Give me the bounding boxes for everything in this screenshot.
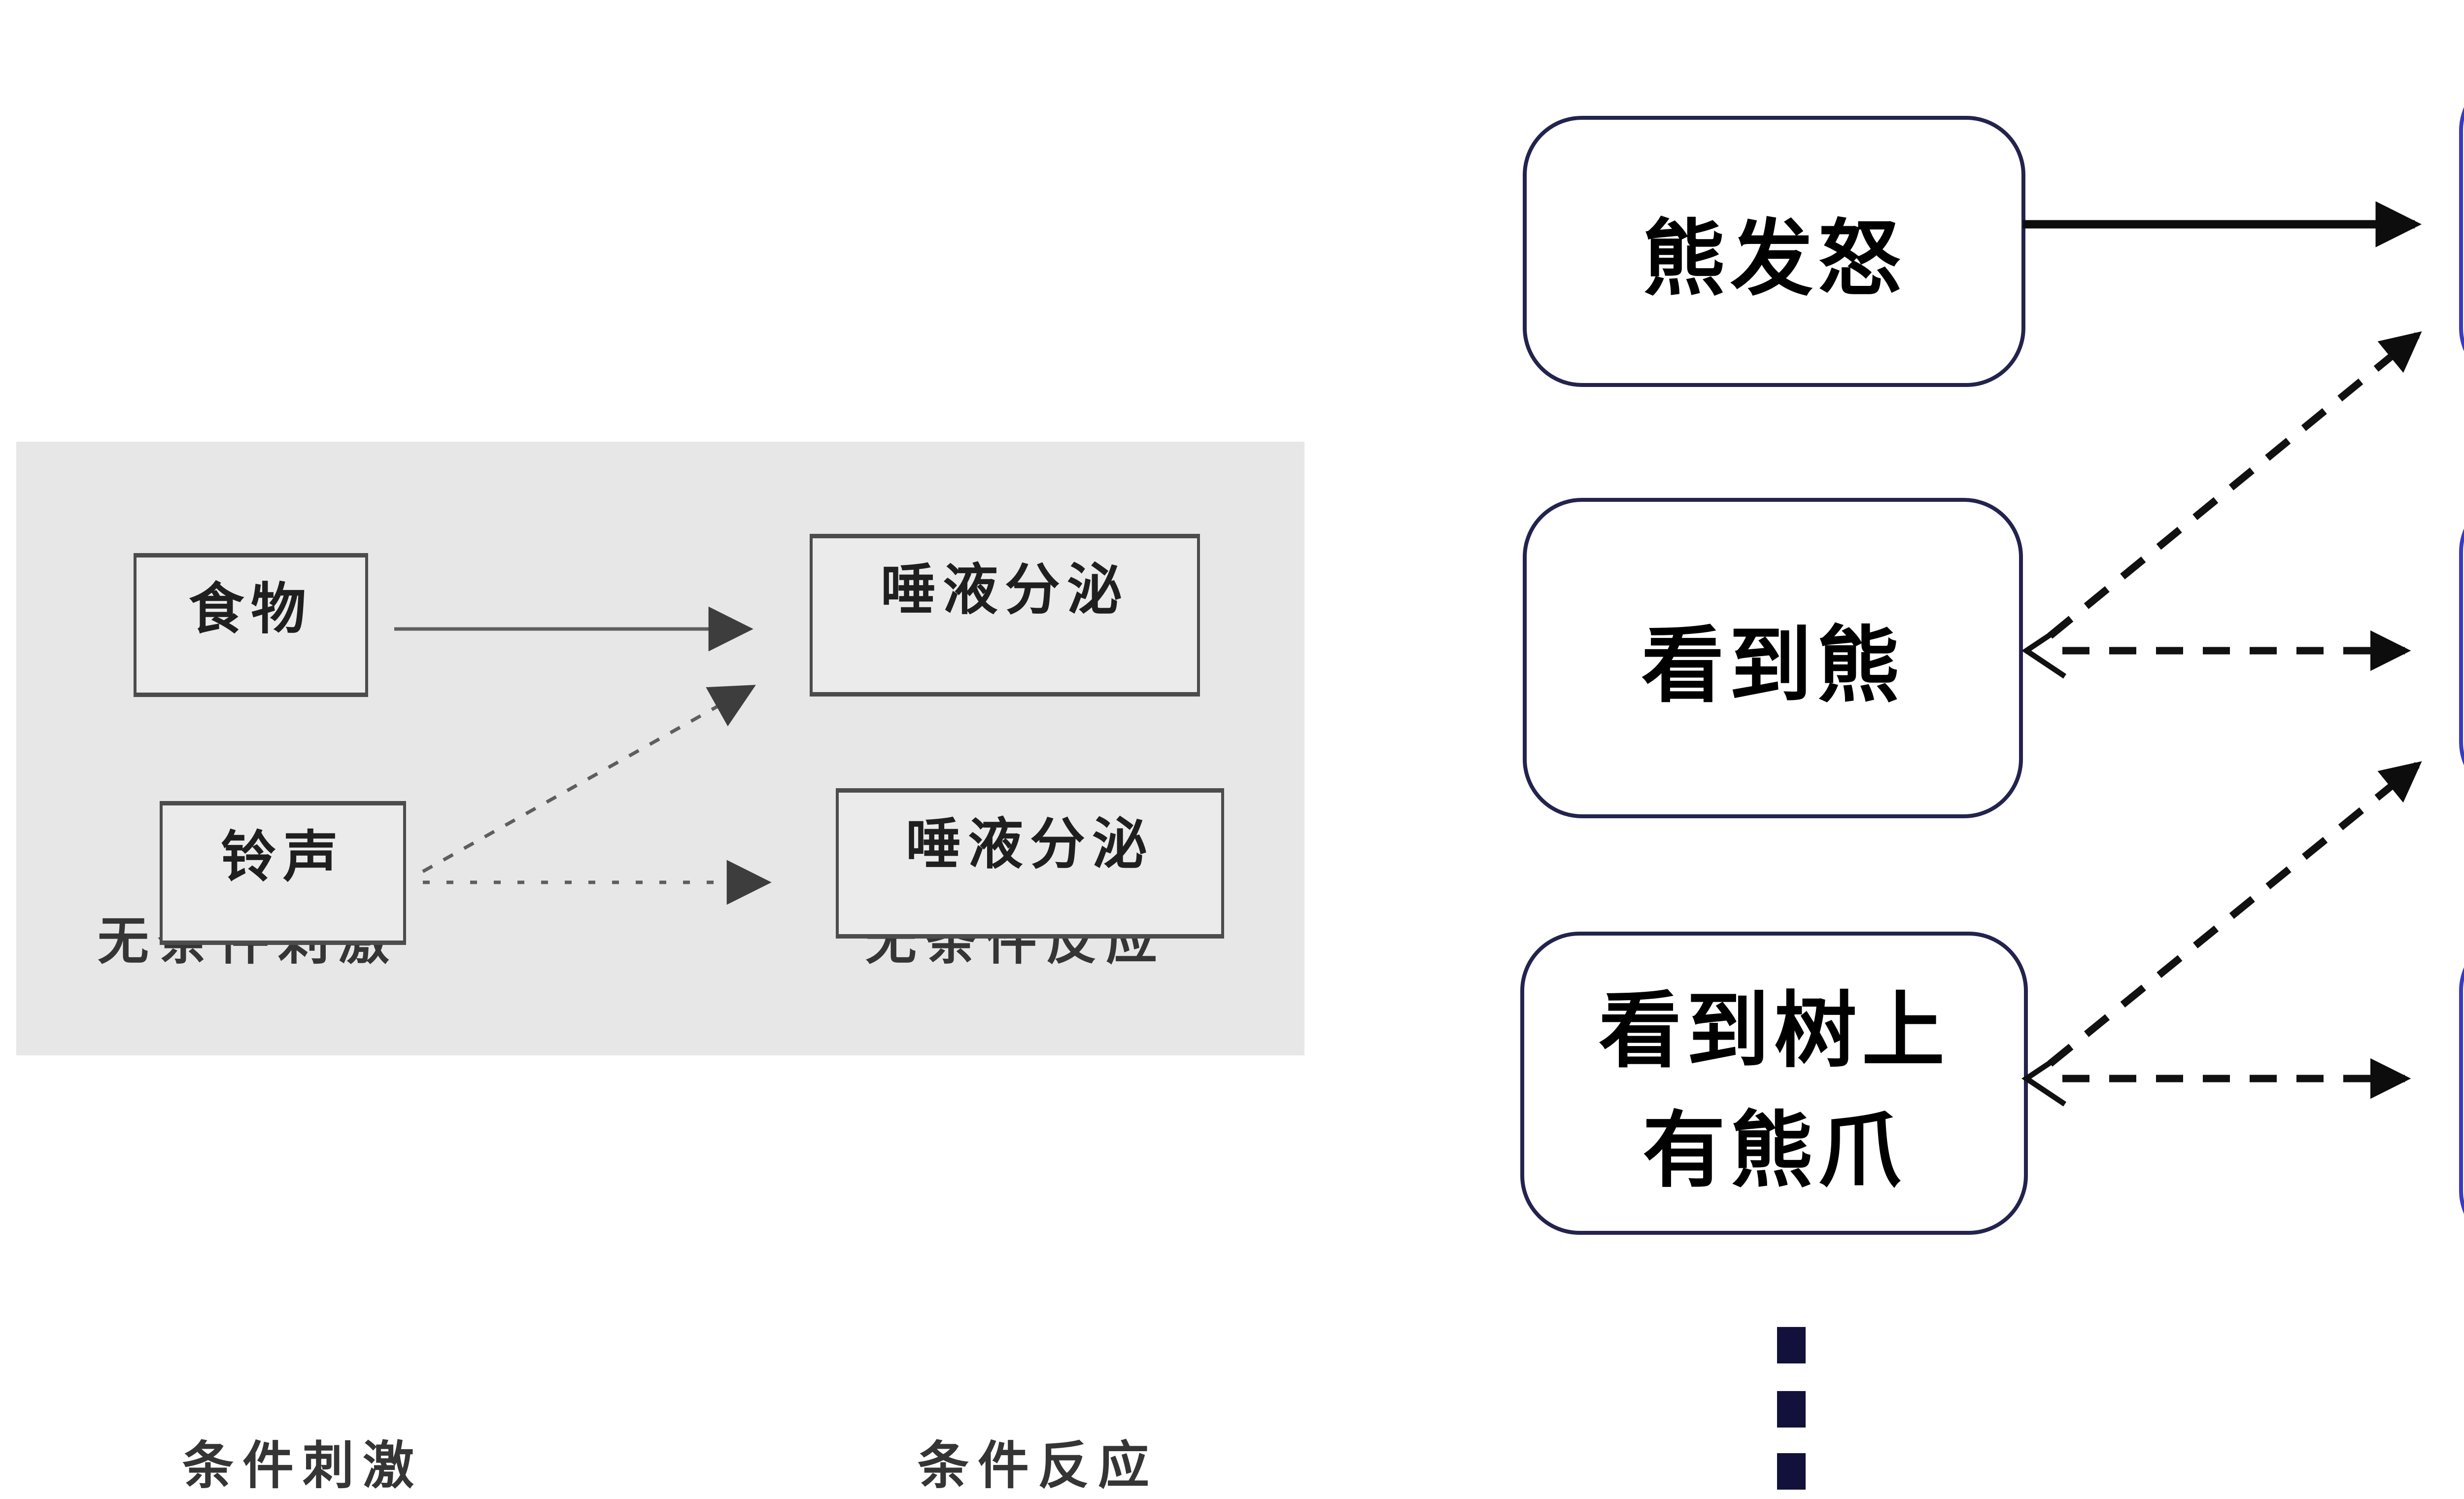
see-bear-left-arrowhead	[2021, 623, 2067, 679]
salivation-unconditioned-label: 唾液分泌	[881, 559, 1129, 621]
salivation-conditioned-box: 唾液分泌	[836, 788, 1224, 939]
conditioned-response-label: 条件反应	[918, 1437, 1159, 1495]
bell-box-label: 铃声	[221, 826, 345, 888]
see-bear-node: 看到熊	[1523, 498, 2023, 818]
value-s-prime-node: V(s′)	[2459, 493, 2464, 801]
food-box: 食物	[134, 553, 368, 697]
food-box-label: 食物	[189, 578, 313, 640]
salivation-unconditioned-box: 唾液分泌	[810, 534, 1200, 697]
bear-angry-node: 熊发怒	[1523, 116, 2025, 387]
see-claw-to-vsprime-dashed-arrow	[2048, 761, 2422, 1067]
conditioned-stimulus-label: 条件刺激	[182, 1437, 423, 1495]
ellipsis-dot	[1777, 1391, 1806, 1428]
ellipsis-dot	[1777, 1327, 1806, 1363]
ellipsis-dot	[1777, 1453, 1806, 1490]
bell-box: 铃声	[160, 801, 406, 945]
see-claw-left-arrowhead	[2021, 1050, 2067, 1107]
salivation-conditioned-label: 唾液分泌	[906, 813, 1154, 875]
see-bear-to-reward-dashed-arrow	[2048, 331, 2422, 639]
see-bear-claw-node: 看到树上 有熊爪	[1520, 932, 2028, 1235]
stimulus-ellipsis-dots	[1777, 1327, 1806, 1490]
value-s-node: V(s)	[2459, 932, 2464, 1250]
reward-node: 奖励	[2459, 71, 2464, 387]
